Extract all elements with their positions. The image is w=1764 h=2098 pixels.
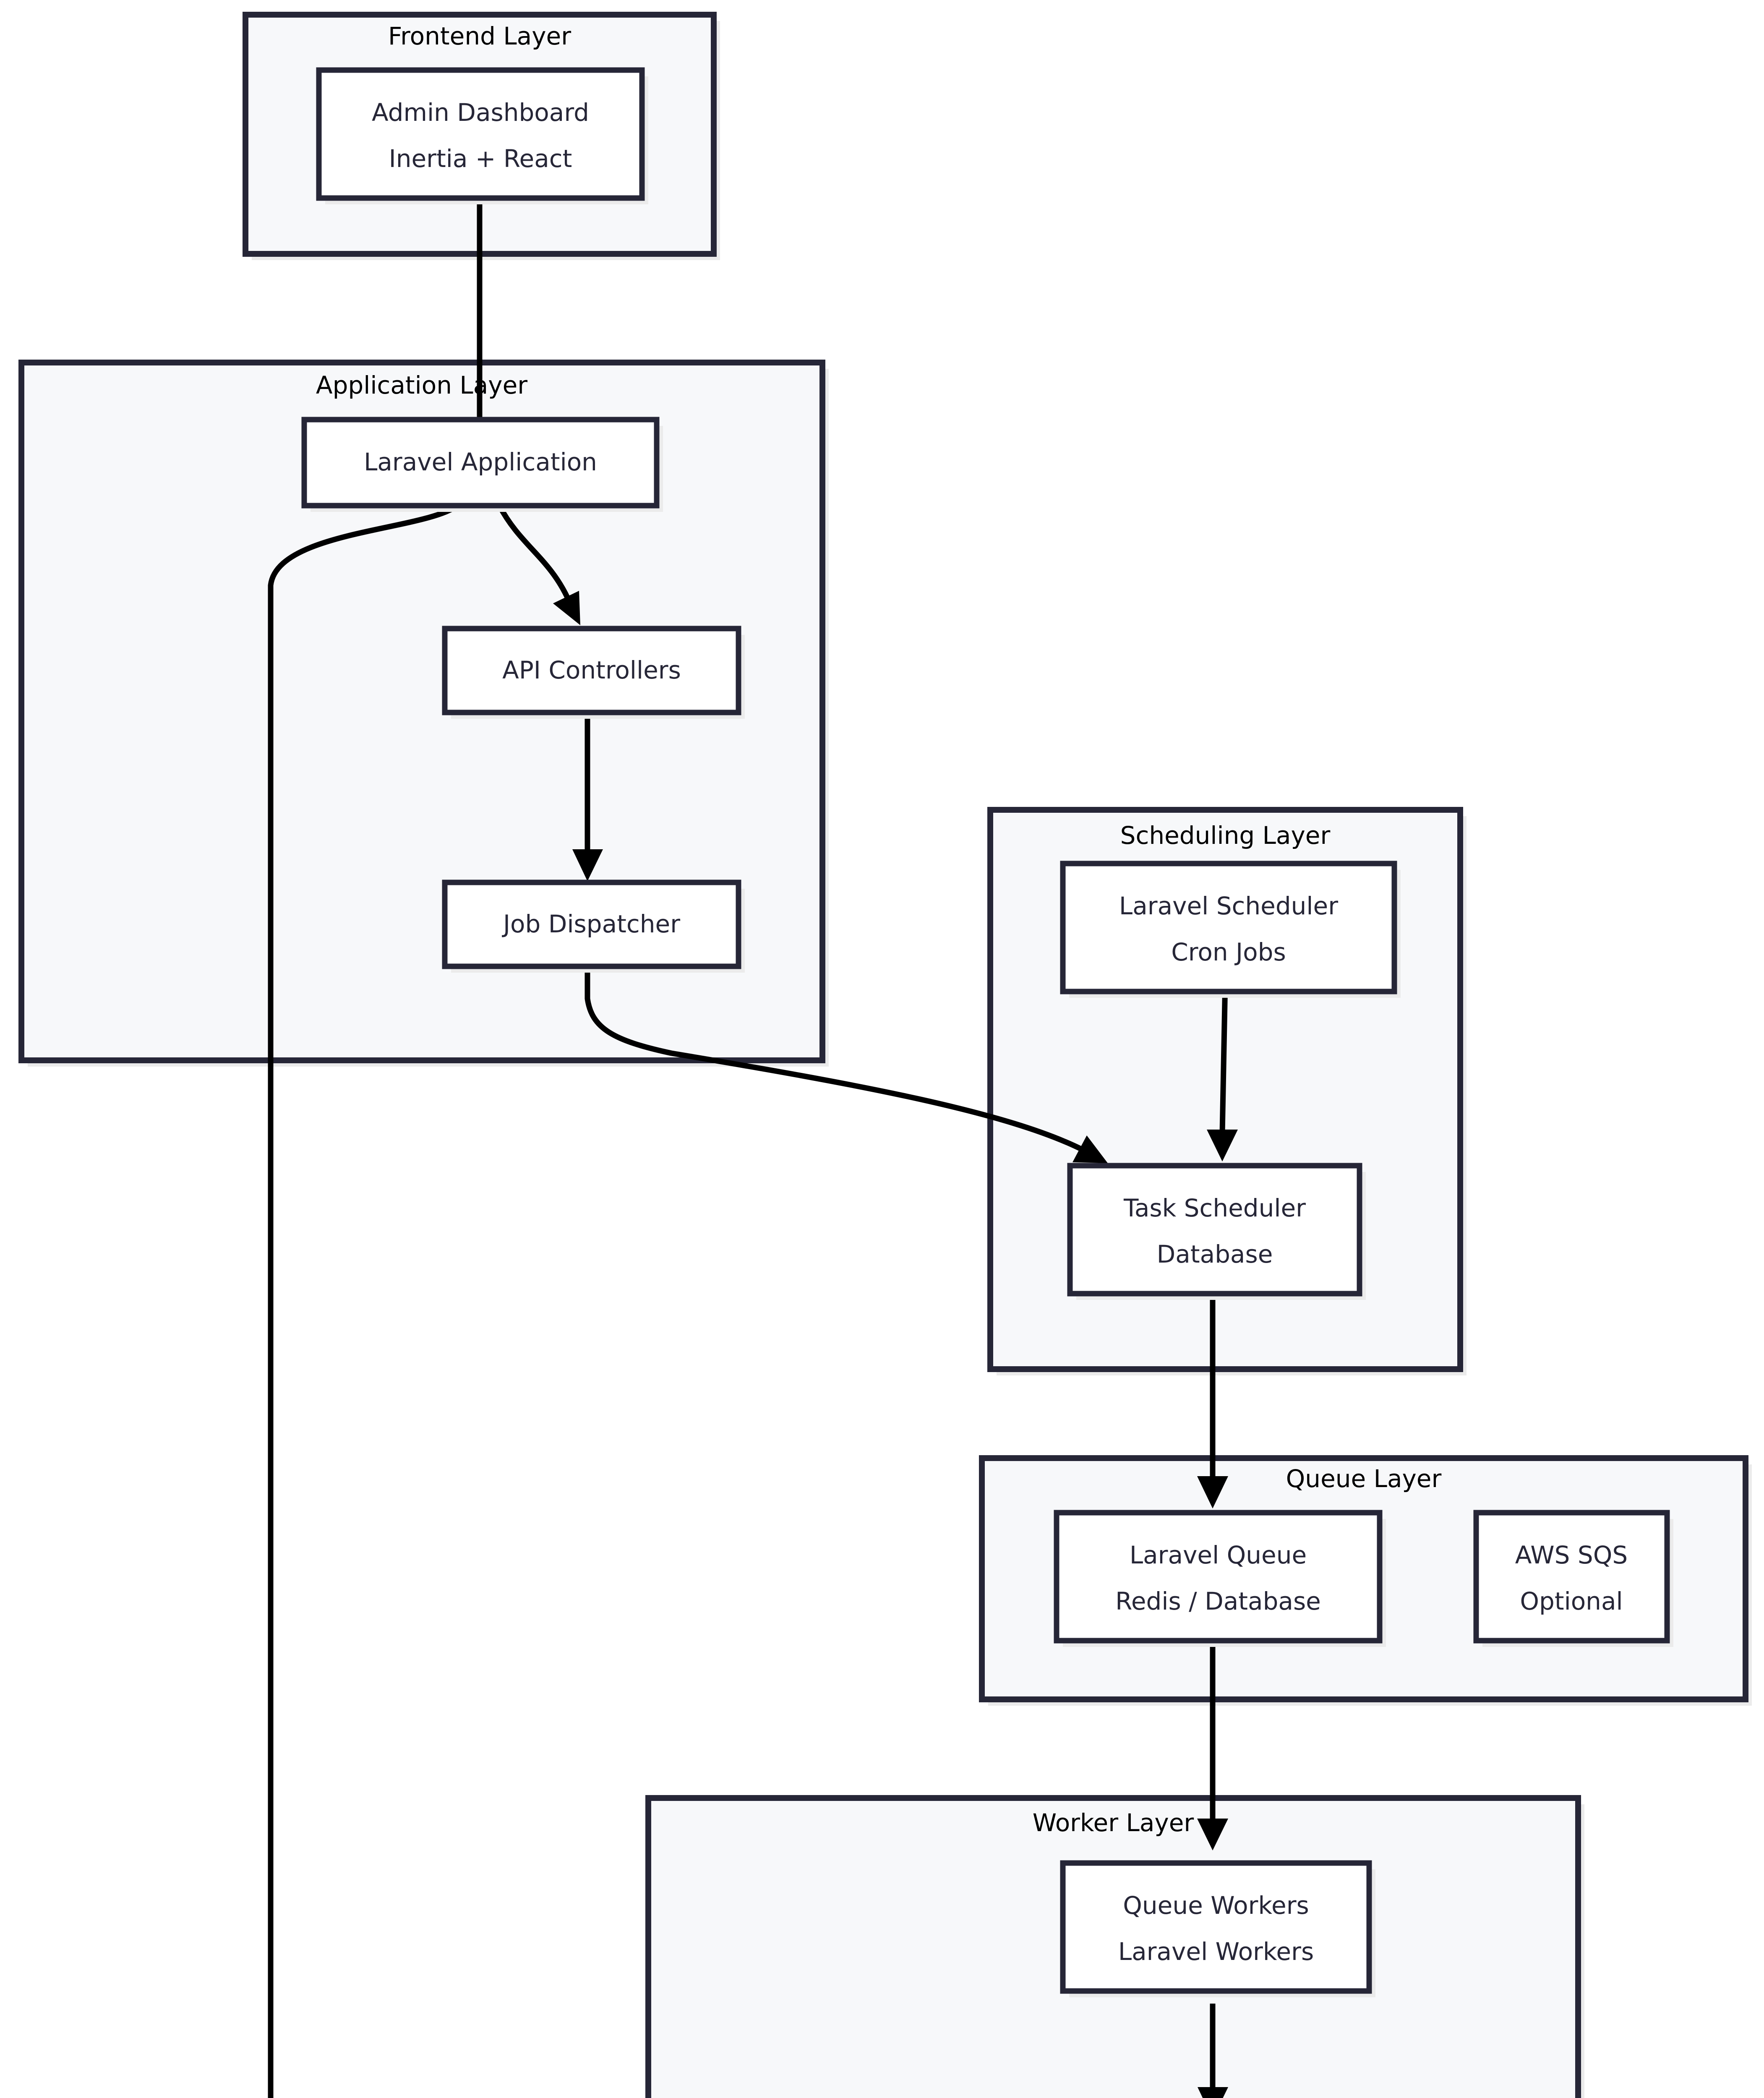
- node-queue-workers-line-1: Queue Workers: [1123, 1891, 1309, 1920]
- edge-laravel-application-to-api-controllers: [497, 504, 580, 625]
- cluster-application-layer-label: Application Layer: [316, 371, 527, 399]
- node-laravel-queue-line-1: Laravel Queue: [1130, 1541, 1307, 1569]
- edge-laravel-application-to-database: [268, 503, 459, 2098]
- edge-api-controllers-to-job-dispatcher: [572, 713, 603, 881]
- node-laravel-queue-line-2: Redis / Database: [1115, 1587, 1321, 1615]
- node-task-scheduler[interactable]: Task Scheduler Database: [1067, 1163, 1366, 1300]
- node-aws-sqs[interactable]: AWS SQS Optional: [1473, 1510, 1673, 1647]
- edge-job-dispatcher-to-task-scheduler: [585, 965, 1108, 1163]
- node-admin-dashboard-line-1: Admin Dashboard: [372, 98, 589, 127]
- edge-task-scheduler-to-laravel-queue: [1197, 1292, 1228, 1508]
- node-laravel-application-label: Laravel Application: [364, 448, 597, 476]
- node-api-controllers[interactable]: API Controllers: [442, 626, 745, 719]
- node-job-dispatcher[interactable]: Job Dispatcher: [442, 879, 745, 973]
- node-laravel-queue[interactable]: Laravel Queue Redis / Database: [1054, 1510, 1386, 1647]
- node-task-scheduler-line-1: Task Scheduler: [1123, 1194, 1306, 1222]
- cluster-frontend-layer-label: Frontend Layer: [388, 22, 571, 50]
- edge-laravel-scheduler-to-task-scheduler: [1207, 979, 1238, 1161]
- cluster-queue-layer-label: Queue Layer: [1286, 1464, 1442, 1493]
- node-laravel-scheduler-line-2: Cron Jobs: [1171, 938, 1286, 966]
- node-api-controllers-label: API Controllers: [502, 656, 681, 684]
- node-job-dispatcher-label: Job Dispatcher: [502, 910, 680, 938]
- edge-queue-workers-to-backup-jobs: [1198, 2004, 1228, 2098]
- edge-laravel-queue-to-queue-workers: [1197, 1645, 1228, 1850]
- node-queue-workers-line-2: Laravel Workers: [1118, 1937, 1314, 1966]
- cluster-scheduling-layer-label: Scheduling Layer: [1120, 821, 1331, 850]
- node-queue-workers[interactable]: Queue Workers Laravel Workers: [1060, 1860, 1375, 1997]
- node-task-scheduler-line-2: Database: [1157, 1240, 1273, 1268]
- node-laravel-scheduler-line-1: Laravel Scheduler: [1119, 892, 1338, 920]
- node-aws-sqs-line-1: AWS SQS: [1515, 1541, 1628, 1569]
- node-admin-dashboard[interactable]: Admin Dashboard Inertia + React: [316, 67, 648, 204]
- node-admin-dashboard-line-2: Inertia + React: [389, 144, 572, 173]
- node-aws-sqs-line-2: Optional: [1520, 1587, 1623, 1615]
- node-laravel-scheduler[interactable]: Laravel Scheduler Cron Jobs: [1060, 861, 1401, 998]
- cluster-worker-layer-label: Worker Layer: [1033, 1808, 1194, 1837]
- node-laravel-application[interactable]: Laravel Application: [301, 417, 663, 512]
